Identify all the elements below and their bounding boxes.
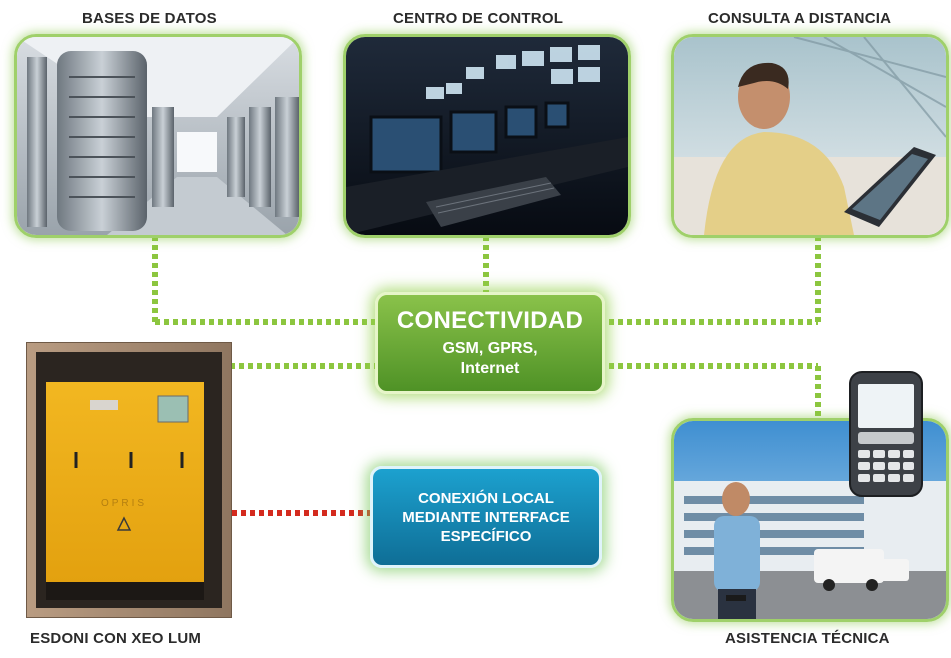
connectivity-line1: GSM, GPRS, xyxy=(442,340,538,357)
device-cabinet: OPRIS xyxy=(25,341,233,619)
local-connection-box: CONEXIÓN LOCAL MEDIANTE INTERFACE ESPECÍ… xyxy=(370,466,602,568)
connectivity-title: CONECTIVIDAD xyxy=(396,307,584,334)
connectivity-line2: Internet xyxy=(460,360,520,377)
local-line3: ESPECÍFICO xyxy=(440,527,532,545)
label-remote-query: CONSULTA A DISTANCIA xyxy=(708,10,892,27)
smartphone-icon xyxy=(848,370,924,498)
label-databases: BASES DE DATOS xyxy=(82,10,217,27)
photo-remote-query xyxy=(671,34,949,238)
connectivity-box: CONECTIVIDAD GSM, GPRS, Internet xyxy=(375,292,605,394)
local-line1: CONEXIÓN LOCAL xyxy=(418,489,554,507)
label-tech-support: ASISTENCIA TÉCNICA xyxy=(725,630,890,647)
label-control-center: CENTRO DE CONTROL xyxy=(393,10,564,27)
photo-control-center xyxy=(343,34,631,238)
cabinet-brand-text: OPRIS xyxy=(101,498,147,509)
local-line2: MEDIANTE INTERFACE xyxy=(402,508,570,526)
photo-databases xyxy=(14,34,302,238)
label-device: ESDONI CON XEO LUM xyxy=(30,630,202,647)
